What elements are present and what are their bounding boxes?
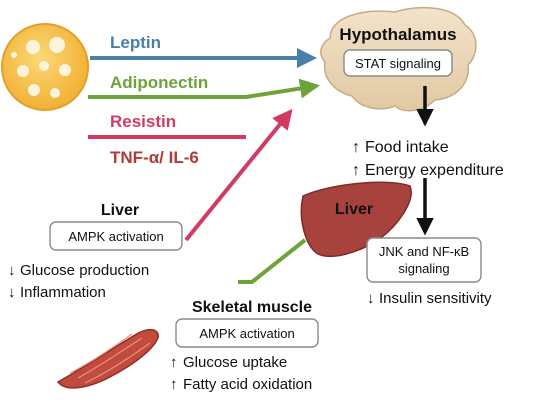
glucose-uptake-label: Glucose uptake — [183, 354, 287, 371]
leptin-label: Leptin — [110, 33, 161, 52]
energy-expenditure-label: Energy expenditure — [365, 162, 504, 179]
insulin-sensitivity-arrow: ↓ — [367, 290, 375, 307]
tnf-il6-label: TNF-α/ IL-6 — [110, 148, 199, 167]
fat-cell-icon — [1, 23, 89, 111]
jnk-nfkb-box — [366, 237, 482, 283]
muscle-ampk-box — [175, 318, 319, 348]
jnk-nfkb-label-line2: signaling — [398, 261, 449, 276]
liver-ampk-label: AMPK activation — [68, 229, 163, 244]
insulin-sensitivity-label: Insulin sensitivity — [379, 290, 492, 307]
food-intake-label: Food intake — [365, 139, 449, 156]
glucose-uptake-arrow: ↑ — [170, 354, 178, 371]
adiponectin-arrow — [88, 78, 320, 99]
inflammation-label: Inflammation — [20, 284, 106, 301]
resistin-label: Resistin — [110, 112, 176, 131]
muscle-liver-connector — [238, 238, 307, 284]
liver-left-title: Liver — [101, 202, 139, 219]
fatty-acid-oxidation-label: Fatty acid oxidation — [183, 376, 312, 393]
muscle-icon — [56, 329, 159, 389]
fatty-acid-oxidation-arrow: ↑ — [170, 376, 178, 393]
adiponectin-label: Adiponectin — [110, 73, 208, 92]
food-intake-arrow: ↑ — [352, 139, 360, 156]
skeletal-muscle-title: Skeletal muscle — [192, 299, 312, 316]
liver-ampk-box — [49, 221, 183, 251]
stat-signaling-box — [343, 49, 453, 77]
muscle-ampk-label: AMPK activation — [199, 326, 294, 341]
liver-right-title: Liver — [335, 201, 373, 218]
glucose-production-arrow: ↓ — [8, 262, 16, 279]
jnk-nfkb-label-line1: JNK and NF-κB — [379, 244, 469, 259]
hypothalamus-title: Hypothalamus — [339, 25, 456, 44]
resistin-tnf-arrow — [184, 108, 293, 242]
inflammation-arrow: ↓ — [8, 284, 16, 301]
energy-expenditure-arrow: ↑ — [352, 162, 360, 179]
glucose-production-label: Glucose production — [20, 262, 149, 279]
stat-signaling-label: STAT signaling — [355, 56, 441, 71]
